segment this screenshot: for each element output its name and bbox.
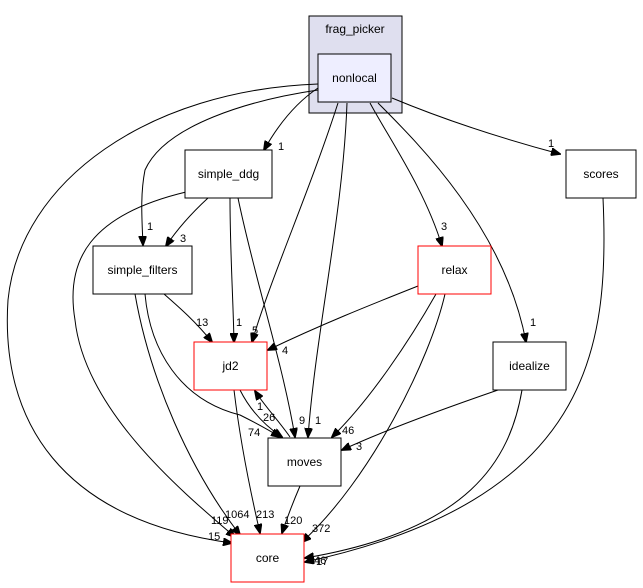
node-box bbox=[230, 533, 305, 583]
edge-label-idealize-moves: 3 bbox=[356, 441, 362, 453]
edge-relax-jd2 bbox=[268, 285, 419, 350]
edge-label-nonlocal-scores: 1 bbox=[548, 138, 554, 150]
edge-label-relax-jd2: 4 bbox=[282, 345, 288, 357]
node-box bbox=[317, 53, 392, 103]
edge-idealize-core bbox=[305, 389, 523, 558]
node-label: moves bbox=[287, 455, 322, 469]
edge-label-relax-moves: 46 bbox=[342, 425, 354, 437]
edge-simple-filters-jd2 bbox=[163, 293, 212, 342]
node-relax[interactable]: relax bbox=[417, 245, 492, 295]
node-label: idealize bbox=[509, 359, 550, 373]
node-label: relax bbox=[441, 263, 467, 277]
edge-label-relax-core: 372 bbox=[312, 523, 330, 535]
node-idealize[interactable]: idealize bbox=[492, 341, 567, 391]
edge-nonlocal-simple-ddg bbox=[264, 87, 319, 150]
node-jd2[interactable]: jd2 bbox=[193, 341, 268, 391]
edge-moves-core bbox=[282, 485, 301, 533]
edge-jd2-core bbox=[233, 389, 260, 533]
edge-simple-ddg-simple-filters bbox=[166, 197, 209, 246]
edge-label-nonlocal-idealize: 1 bbox=[530, 317, 536, 329]
node-simple-filters[interactable]: simple_filters bbox=[92, 245, 193, 295]
edge-label-nonlocal-moves: 1 bbox=[315, 415, 321, 427]
edge-nonlocal-jd2 bbox=[252, 102, 339, 342]
cluster-label: frag_picker bbox=[325, 22, 384, 36]
edge-simple-filters-core bbox=[134, 293, 240, 535]
node-label: jd2 bbox=[221, 359, 238, 373]
edge-relax-core bbox=[302, 293, 446, 542]
edge-simple-ddg-core bbox=[72, 191, 235, 537]
node-label: core bbox=[256, 551, 280, 565]
edge-label-simple-ddg-core: 119 bbox=[211, 515, 229, 527]
edge-label-scores-core: 17 bbox=[316, 556, 328, 568]
node-label: simple_filters bbox=[107, 263, 177, 277]
edge-simple-filters-moves bbox=[144, 293, 280, 437]
edge-label-simple-ddg-jd2: 1 bbox=[236, 317, 242, 329]
node-scores[interactable]: scores bbox=[565, 149, 637, 199]
node-box bbox=[193, 341, 268, 391]
node-nonlocal[interactable]: nonlocal bbox=[317, 53, 392, 103]
edge-label-jd2-core: 213 bbox=[256, 509, 274, 521]
edge-moves-jd2 bbox=[255, 391, 291, 438]
edge-nonlocal-idealize bbox=[377, 102, 526, 342]
edge-simple-ddg-moves bbox=[237, 197, 295, 437]
edge-nonlocal-simple-filters bbox=[142, 89, 319, 245]
edge-nonlocal-moves bbox=[308, 102, 348, 437]
edge-label-simple-filters-moves: 74 bbox=[248, 427, 260, 439]
node-box bbox=[267, 437, 342, 487]
node-box bbox=[92, 245, 193, 295]
edge-label-idealize-core: 46 bbox=[314, 555, 326, 567]
node-box bbox=[184, 149, 273, 199]
edge-nonlocal-scores bbox=[391, 97, 560, 154]
edge-label-moves-jd2: 1 bbox=[257, 401, 263, 413]
edge-label-nonlocal-relax: 3 bbox=[441, 221, 447, 233]
edge-simple-ddg-jd2 bbox=[229, 197, 234, 342]
edge-label-simple-ddg-moves: 9 bbox=[299, 415, 305, 427]
edge-label-nonlocal-simple-ddg: 1 bbox=[278, 141, 284, 153]
edge-relax-moves bbox=[332, 293, 437, 437]
node-moves[interactable]: moves bbox=[267, 437, 342, 487]
edge-jd2-moves bbox=[239, 389, 282, 437]
edges bbox=[6, 83, 605, 562]
node-label: scores bbox=[583, 167, 618, 181]
node-label: nonlocal bbox=[332, 71, 377, 85]
node-box bbox=[565, 149, 637, 199]
edge-label-jd2-moves: 26 bbox=[263, 412, 275, 424]
edge-nonlocal-relax bbox=[369, 102, 442, 246]
edge-scores-core bbox=[305, 197, 605, 562]
edge-label-simple-filters-jd2: 13 bbox=[196, 317, 208, 329]
edge-label-simple-ddg-simple-filters: 3 bbox=[180, 233, 186, 245]
node-label: simple_ddg bbox=[198, 167, 259, 181]
edge-label-nonlocal-simple-filters: 1 bbox=[147, 221, 153, 233]
node-simple-ddg[interactable]: simple_ddg bbox=[184, 149, 273, 199]
edge-label-nonlocal-jd2: 5 bbox=[252, 325, 258, 337]
node-box bbox=[417, 245, 492, 295]
edge-label-simple-filters-core: 1064 bbox=[225, 509, 249, 521]
edge-label-nonlocal-core: 15 bbox=[208, 531, 220, 543]
edge-idealize-moves bbox=[342, 389, 499, 450]
node-core[interactable]: core bbox=[230, 533, 305, 583]
edge-labels: 1 1 1 3 1 5 1 15 3 1 9 119 13 74 1064 4 … bbox=[147, 138, 554, 568]
edge-label-moves-core: 120 bbox=[284, 515, 302, 527]
node-box bbox=[492, 341, 567, 391]
edge-nonlocal-core bbox=[6, 83, 319, 543]
